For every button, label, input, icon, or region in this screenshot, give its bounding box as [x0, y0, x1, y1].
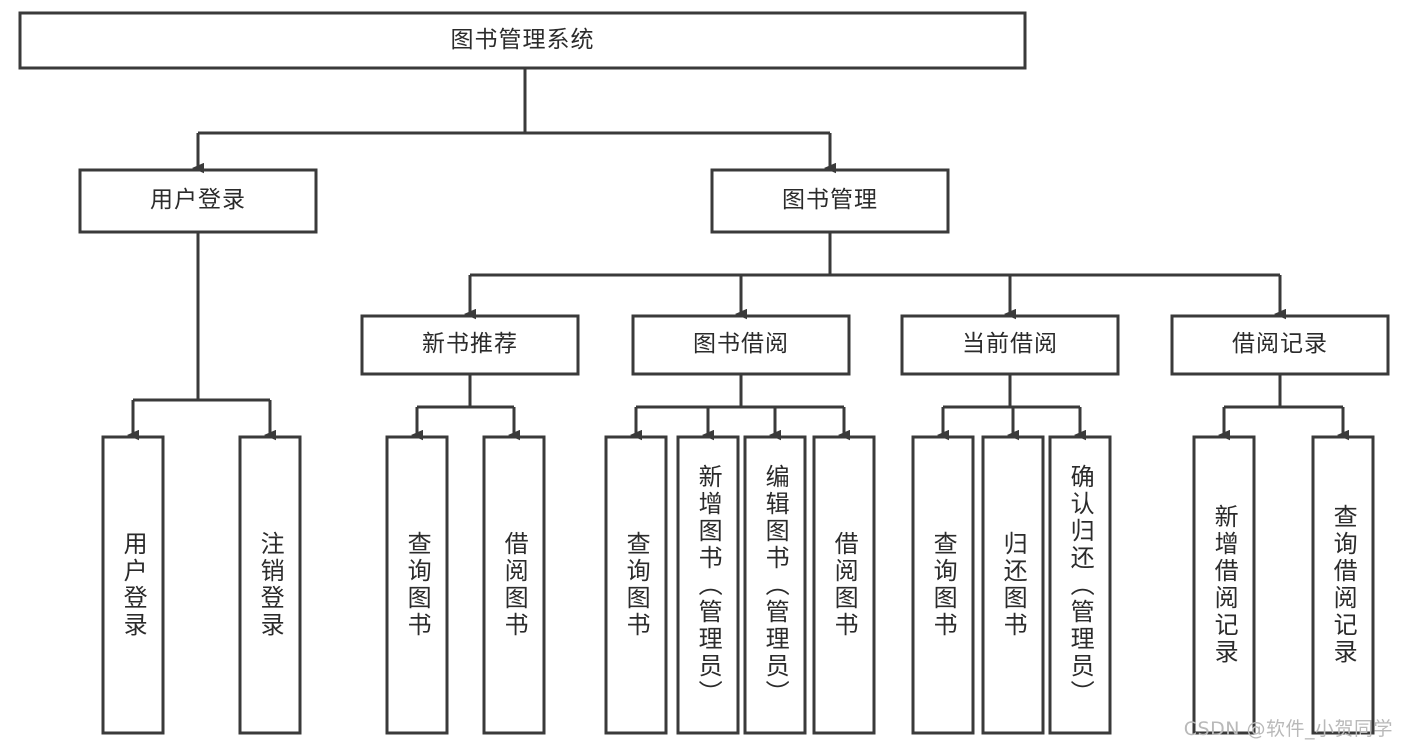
- node-box-current-borrow[interactable]: [900, 314, 1120, 376]
- node-box-leaf-query-book-2[interactable]: [604, 435, 668, 735]
- node-box-root[interactable]: [18, 11, 1027, 70]
- watermark-text: CSDN @软件_小贺同学: [1183, 718, 1393, 740]
- node-box-leaf-return-book[interactable]: [981, 435, 1045, 735]
- node-box-book-borrow[interactable]: [631, 314, 851, 376]
- node-box-new-book-recommend[interactable]: [360, 314, 580, 376]
- node-box-leaf-query-book-3[interactable]: [911, 435, 975, 735]
- node-box-leaf-borrow-book-1[interactable]: [482, 435, 546, 735]
- node-box-leaf-confirm-return[interactable]: [1048, 435, 1112, 735]
- node-box-leaf-query-book-1[interactable]: [385, 435, 449, 735]
- node-box-leaf-query-record[interactable]: [1311, 435, 1375, 735]
- node-box-leaf-add-record[interactable]: [1192, 435, 1256, 735]
- node-box-leaf-add-book[interactable]: [676, 435, 740, 735]
- node-box-book-management[interactable]: [710, 168, 950, 234]
- node-box-leaf-user-logout[interactable]: [238, 435, 302, 735]
- node-box-leaf-borrow-book-2[interactable]: [812, 435, 876, 735]
- node-box-leaf-edit-book[interactable]: [743, 435, 807, 735]
- node-box-leaf-user-login[interactable]: [101, 435, 165, 735]
- node-box-borrow-record[interactable]: [1170, 314, 1390, 376]
- node-box-user-login[interactable]: [78, 168, 318, 234]
